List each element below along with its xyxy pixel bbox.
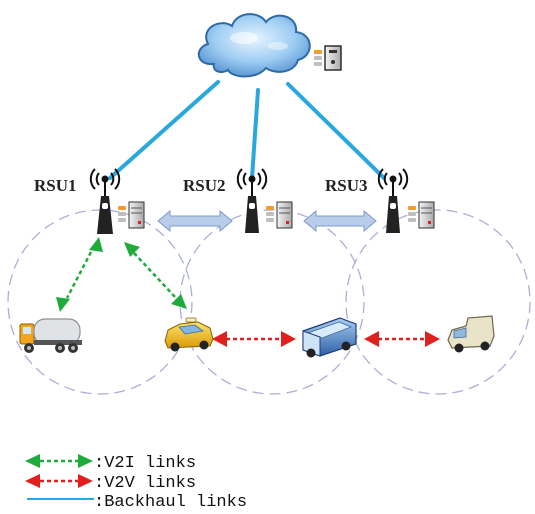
rsu-tower-icon: [245, 182, 259, 233]
taxi-icon: [164, 317, 214, 352]
v2v-links: [212, 331, 440, 347]
legend-v2v-text: :V2V links: [94, 474, 196, 493]
backhaul-links: [108, 80, 386, 180]
rsu2-label: RSU2: [183, 176, 226, 195]
cloud-icon: [198, 13, 311, 78]
rsu3-coverage-area: [345, 209, 531, 395]
rsu1-coverage-area: [7, 209, 193, 395]
rsu3: RSU3: [325, 168, 435, 233]
legend-item-v2v: :V2V links: [25, 474, 196, 493]
v2i-link-rsu1-truck: [56, 237, 103, 312]
rsu-interconnects: [157, 209, 377, 233]
legend-item-v2i: :V2I links: [25, 454, 196, 473]
rsu1-rsu2-link: [157, 209, 233, 233]
legend-v2i-text: :V2I links: [94, 454, 196, 473]
v2i-arrow-icon: [25, 454, 93, 468]
van-icon: [447, 315, 495, 353]
rsu-tower-icon: [386, 182, 400, 233]
antenna-signal-icon: [377, 168, 409, 190]
backhaul-link-rsu3: [286, 82, 386, 180]
v2v-link-bus-van: [364, 331, 440, 347]
bus-icon: [302, 317, 357, 358]
antenna-signal-icon: [89, 168, 121, 190]
rsu1: RSU1: [34, 168, 145, 234]
rsu2-rsu3-link: [303, 209, 377, 233]
backhaul-link-rsu2: [250, 88, 260, 180]
antenna-signal-icon: [236, 168, 268, 190]
legend-item-backhaul: :Backhaul links: [27, 493, 247, 512]
legend: :V2I links :V2V links :Backhaul links: [25, 454, 247, 512]
tanker-truck-icon: [19, 318, 82, 353]
backhaul-link-rsu1: [108, 80, 220, 180]
cloud-server-icon: [314, 45, 342, 71]
server-icon: [118, 201, 145, 229]
v2v-arrow-icon: [25, 474, 93, 488]
rsu1-label: RSU1: [34, 176, 77, 195]
rsu2: RSU2: [183, 168, 293, 233]
rsu2-coverage-area: [179, 209, 365, 395]
legend-backhaul-text: :Backhaul links: [94, 493, 247, 512]
v2v-link-taxi-bus: [212, 331, 296, 347]
coverage-areas: [7, 209, 531, 395]
rsu-tower-icon: [97, 182, 113, 234]
v2i-links: [56, 237, 187, 312]
server-icon: [408, 201, 435, 229]
v2i-link-rsu1-taxi: [124, 242, 187, 309]
rsu3-label: RSU3: [325, 176, 368, 195]
server-icon: [266, 201, 293, 229]
